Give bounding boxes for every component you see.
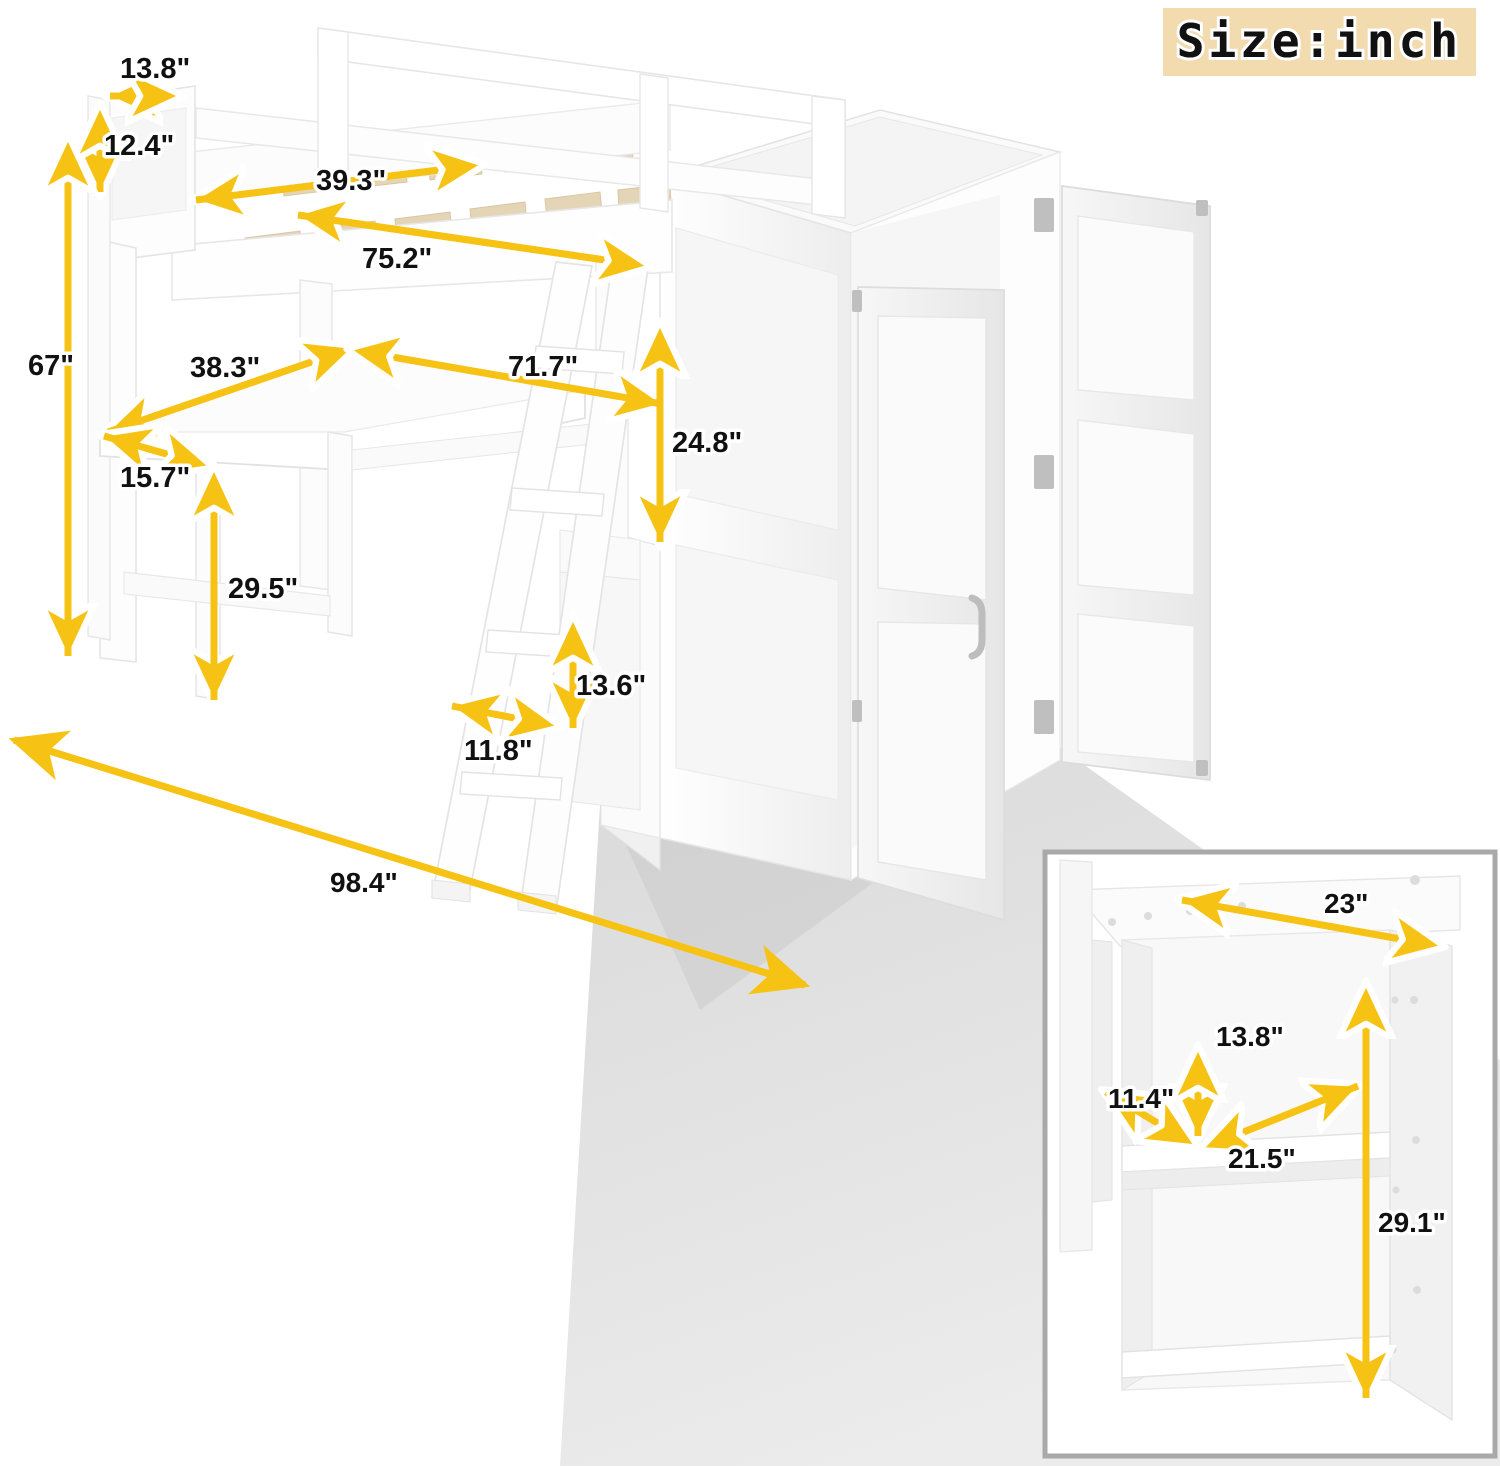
label-21-5: 21.5" <box>1228 1143 1296 1174</box>
dimension-arrow-98-4 <box>8 730 811 995</box>
arrow-71-7-b <box>352 350 663 408</box>
arrow-39-3-b <box>195 165 480 204</box>
label-23: 23" <box>1324 888 1368 919</box>
dimension-labels-main: 13.8" 12.4" 67" 39.3" 75.2" 38.3" 71.7" … <box>25 50 746 901</box>
label-98-4: 98.4" <box>330 867 398 898</box>
arrow-75-2-b <box>297 211 646 266</box>
label-38-3: 38.3" <box>190 352 260 384</box>
label-67: 67" <box>28 350 74 382</box>
inset-right-side <box>1389 929 1453 1422</box>
wardrobe-door-front-open[interactable] <box>857 286 1005 922</box>
arrow-98-4-b <box>12 736 811 995</box>
dimension-labels-inset: 23" 13.8" 11.4" 21.5" 29.1" <box>1105 885 1450 1242</box>
arrow-21-5-b <box>1204 1082 1360 1148</box>
size-unit-badge: Size:inch Size:inch <box>1162 8 1476 76</box>
size-unit-label: Size:inch <box>1174 11 1462 71</box>
label-13-6: 13.6" <box>576 670 646 702</box>
dimension-arrows-main <box>68 96 662 728</box>
door-handle-icon <box>968 594 986 660</box>
inset-detail-panel: 23" 13.8" 11.4" 21.5" 29.1" <box>1042 849 1498 1459</box>
label-71-7: 71.7" <box>508 351 578 383</box>
wardrobe-door-side-open[interactable] <box>1061 184 1211 782</box>
arrow-23-b <box>1181 896 1440 946</box>
arrow-11-8-b <box>451 706 556 726</box>
label-12-4: 12.4" <box>104 130 174 162</box>
arrow-11-4-b <box>1104 1089 1194 1145</box>
size-unit-label-fill: Size:inch <box>1176 14 1462 68</box>
label-29-1: 29.1" <box>1378 1207 1446 1238</box>
label-29-5: 29.5" <box>228 573 298 605</box>
inset-cabinet-top <box>1070 875 1461 947</box>
label-39-3: 39.3" <box>316 165 386 197</box>
arrow-15-7-b <box>103 436 208 466</box>
label-24-8: 24.8" <box>672 427 742 459</box>
label-13-8-top: 13.8" <box>120 53 190 85</box>
door-hinge-icon <box>852 198 1208 776</box>
arrow-38-3-b <box>106 348 352 436</box>
label-15-7: 15.7" <box>120 462 190 494</box>
label-75-2: 75.2" <box>362 243 432 275</box>
label-11-4: 11.4" <box>1108 1083 1174 1114</box>
label-11-8: 11.8" <box>464 735 533 767</box>
label-i13-8: 13.8" <box>1216 1021 1284 1052</box>
desk-leg-corner <box>327 431 353 637</box>
desk-stretcher <box>123 571 331 617</box>
